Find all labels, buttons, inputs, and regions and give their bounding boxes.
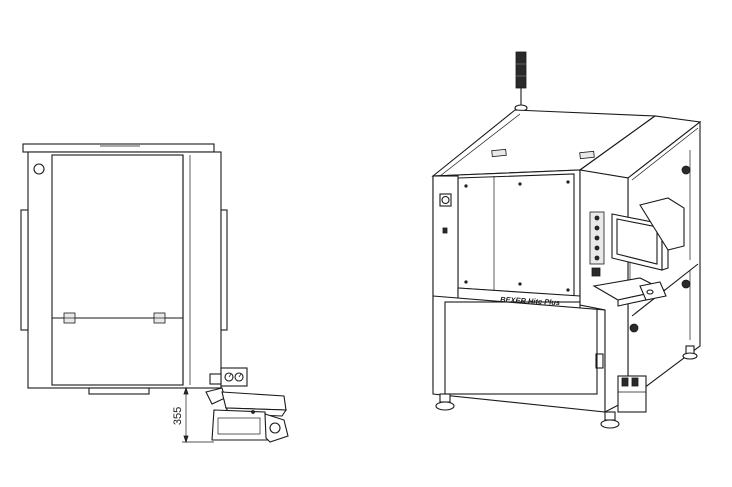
- gauge-right-icon: [234, 372, 244, 382]
- front-mouse-pad: [264, 413, 289, 443]
- front-view: 355: [20, 143, 289, 444]
- front-control-arm: [205, 387, 226, 405]
- front-gauge-mount: [209, 373, 222, 385]
- front-top-lid: [22, 143, 215, 153]
- front-left-side-panel: [20, 209, 29, 331]
- iso-foot-back-right: [682, 352, 698, 360]
- vent-grille-lower: [629, 279, 691, 333]
- iso-front-lower-cabinet: [432, 295, 606, 413]
- front-door: [51, 154, 184, 386]
- iso-key-switch: [591, 267, 601, 277]
- gauge-left-icon: [224, 372, 234, 382]
- iso-monitor-arm: [639, 197, 685, 251]
- iso-keyboard-tray: [592, 277, 667, 307]
- signal-tower-lamp: [515, 51, 527, 89]
- iso-emergency-button: [439, 193, 452, 207]
- iso-lower-door: [444, 301, 598, 395]
- iso-front-window-door: [457, 173, 575, 297]
- dimension-label: 355: [172, 407, 184, 425]
- front-bottom-foot: [88, 387, 150, 395]
- iso-foot-front-left: [435, 401, 455, 411]
- front-indicator-light-icon: [33, 163, 45, 175]
- vent-grille-upper: [681, 165, 691, 175]
- front-right-side-panel: [220, 209, 228, 331]
- iso-feet: [435, 345, 698, 429]
- front-monitor-top: [221, 391, 287, 411]
- front-mouse-icon: [269, 422, 281, 434]
- iso-monitor: [611, 197, 685, 280]
- iso-monitor-screen: [616, 218, 658, 265]
- signal-tower: [514, 51, 528, 112]
- front-keyboard-tray: [211, 409, 269, 441]
- iso-view: BEXER Hite Plus: [431, 51, 702, 429]
- iso-door-handle: [595, 353, 604, 369]
- iso-foot-front-right: [600, 419, 620, 429]
